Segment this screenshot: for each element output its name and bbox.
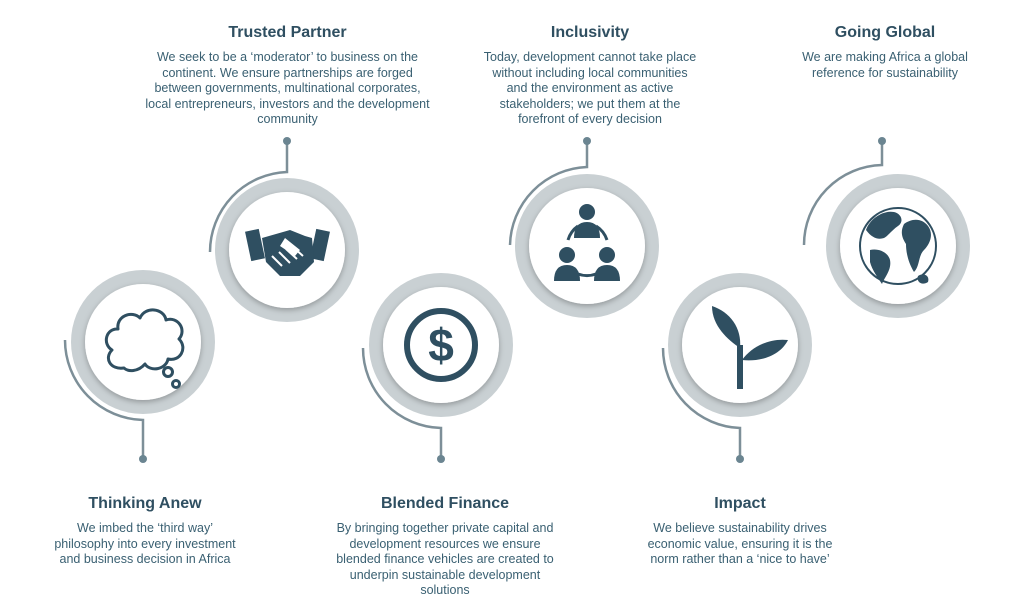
handshake-icon — [245, 228, 330, 276]
going-global-connector-dot — [878, 137, 886, 145]
blended-finance-circle — [369, 273, 513, 417]
impact-connector-dot — [736, 455, 744, 463]
community-circle-icon — [554, 204, 620, 281]
blended-finance-connector — [361, 347, 443, 457]
going-global-title: Going Global — [834, 24, 936, 41]
trusted-partner-title: Trusted Partner — [228, 24, 347, 41]
thinking-anew-connector-dot — [139, 455, 147, 463]
globe-icon — [859, 207, 937, 285]
impact-connector — [661, 347, 742, 457]
trusted-partner-connector — [208, 142, 289, 253]
blended-finance-title: Blended Finance — [380, 495, 510, 512]
inclusivity-block: Inclusivity Today, development cannot ta… — [455, 24, 725, 128]
inclusivity-connector-dot — [583, 137, 591, 145]
impact-description: We believe sustainability drives economi… — [647, 521, 833, 566]
trusted-partner-connector-dot — [283, 137, 291, 145]
inclusivity-connector — [508, 142, 589, 246]
going-global-description: We are making Africa a global reference … — [802, 50, 968, 80]
going-global-connector — [802, 142, 884, 246]
thinking-anew-block: Thinking Anew We imbed the ‘third way’ p… — [25, 495, 265, 568]
trusted-partner-block: Trusted Partner We seek to be a ‘moderat… — [115, 24, 460, 128]
thinking-anew-description: We imbed the ‘third way’ philosophy into… — [54, 521, 236, 566]
trusted-partner-description: We seek to be a ‘moderator’ to business … — [145, 50, 430, 126]
thinking-anew-title: Thinking Anew — [88, 495, 202, 512]
blended-finance-block: Blended Finance By bringing together pri… — [305, 495, 585, 599]
svg-text:$: $ — [428, 319, 454, 371]
sprout-icon — [712, 306, 788, 389]
blended-finance-connector-dot — [437, 455, 445, 463]
dollar-coin-icon: $ — [404, 308, 478, 382]
impact-block: Impact We believe sustainability drives … — [620, 495, 860, 568]
thought-cloud-icon — [104, 308, 185, 389]
blended-finance-description: By bringing together private capital and… — [336, 521, 554, 597]
going-global-block: Going Global We are making Africa a glob… — [770, 24, 1000, 81]
impact-title: Impact — [714, 495, 766, 512]
inclusivity-title: Inclusivity — [550, 24, 630, 41]
inclusivity-circle — [515, 174, 659, 318]
inclusivity-description: Today, development cannot take place wit… — [483, 50, 697, 126]
thinking-anew-connector — [63, 339, 145, 457]
